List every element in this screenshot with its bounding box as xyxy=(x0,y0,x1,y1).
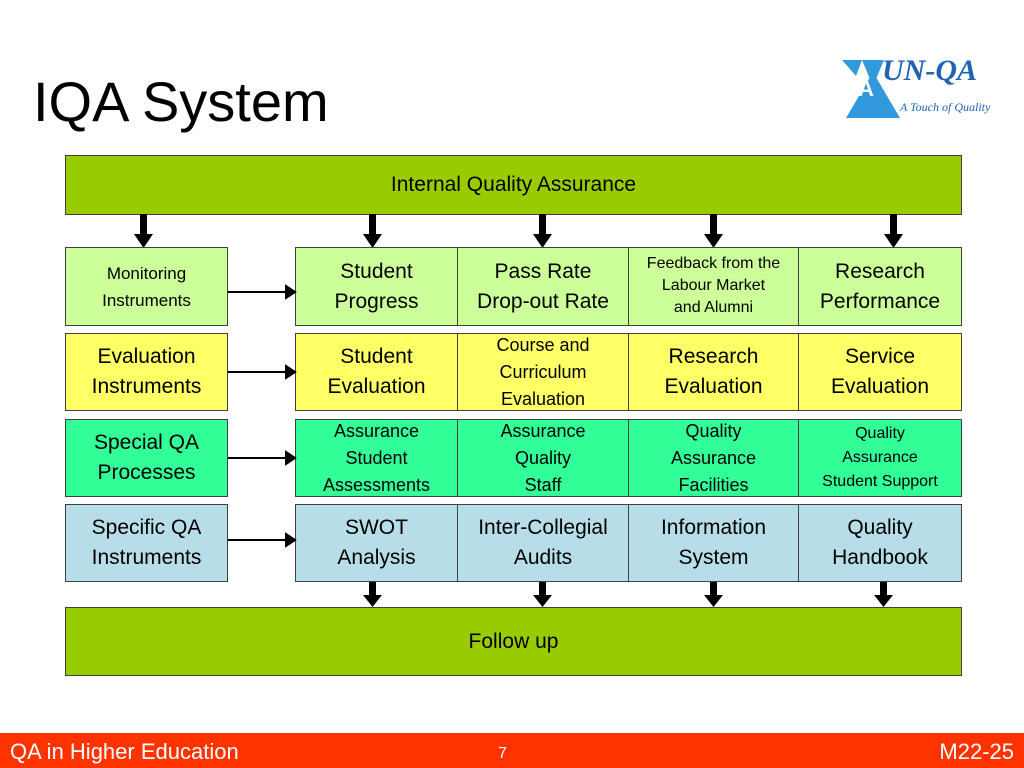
logo-letter-a: A xyxy=(858,76,874,101)
down-arrow-icon xyxy=(704,595,723,607)
footer-bar: QA in Higher Education 7 M22-25 xyxy=(0,733,1024,768)
row-arrows xyxy=(228,284,297,548)
service-evaluation-box: Service Evaluation xyxy=(798,333,962,411)
right-arrow-icon xyxy=(285,284,297,300)
footer-right-text: M22-25 xyxy=(939,739,1014,764)
down-arrow-icon xyxy=(884,234,903,248)
down-arrow-icon xyxy=(874,595,893,607)
down-arrow-icon xyxy=(539,582,546,595)
right-arrow-icon xyxy=(285,364,297,380)
follow-up-bar: Follow up xyxy=(65,607,962,676)
bottom-arrows xyxy=(363,582,893,607)
logo-triangle-icon xyxy=(842,60,900,118)
information-system-box: Information System xyxy=(628,504,799,582)
right-arrow-icon xyxy=(285,532,297,548)
down-arrow-icon xyxy=(710,582,717,595)
down-arrow-icon xyxy=(363,234,382,248)
swot-analysis-box: SWOT Analysis xyxy=(295,504,458,582)
quality-handbook-box: Quality Handbook xyxy=(798,504,962,582)
aun-qa-logo: A UN-QA A Touch of Quality xyxy=(842,54,992,120)
feedback-labour-market-box: Feedback from the Labour Market and Alum… xyxy=(628,247,799,326)
footer-left-text: QA in Higher Education xyxy=(10,739,239,764)
down-arrow-icon xyxy=(880,582,887,595)
down-arrow-icon xyxy=(140,214,147,234)
specific-qa-instruments-box: Specific QA Instruments xyxy=(65,504,228,582)
slide-title: IQA System xyxy=(33,70,329,133)
down-arrow-icon xyxy=(369,582,376,595)
down-arrow-icon xyxy=(369,214,376,234)
monitoring-instruments-box: Monitoring Instruments xyxy=(65,247,228,326)
inter-collegial-audits-box: Inter-Collegial Audits xyxy=(457,504,629,582)
course-curriculum-evaluation-box: Course and Curriculum Evaluation xyxy=(457,333,629,411)
quality-assurance-student-support-box: Quality Assurance Student Support xyxy=(798,419,962,497)
down-arrow-icon xyxy=(539,214,546,234)
down-arrow-icon xyxy=(710,214,717,234)
down-arrow-icon xyxy=(134,234,153,248)
right-arrow-icon xyxy=(285,450,297,466)
down-arrow-icon xyxy=(533,234,552,248)
research-evaluation-box: Research Evaluation xyxy=(628,333,799,411)
special-qa-processes-box: Special QA Processes xyxy=(65,419,228,497)
page-number: 7 xyxy=(498,745,507,762)
assurance-quality-staff-box: Assurance Quality Staff xyxy=(457,419,629,497)
down-arrow-icon xyxy=(704,234,723,248)
down-arrow-icon xyxy=(533,595,552,607)
quality-assurance-facilities-box: Quality Assurance Facilities xyxy=(628,419,799,497)
internal-quality-assurance-bar: Internal Quality Assurance xyxy=(65,155,962,215)
assurance-student-assessments-box: Assurance Student Assessments xyxy=(295,419,458,497)
student-progress-box: Student Progress xyxy=(295,247,458,326)
logo-tagline: A Touch of Quality xyxy=(900,100,991,114)
student-evaluation-box: Student Evaluation xyxy=(295,333,458,411)
down-arrow-icon xyxy=(890,214,897,234)
evaluation-instruments-box: Evaluation Instruments xyxy=(65,333,228,411)
down-arrow-icon xyxy=(363,595,382,607)
research-performance-box: Research Performance xyxy=(798,247,962,326)
logo-text: UN-QA xyxy=(882,54,977,87)
pass-rate-box: Pass Rate Drop-out Rate xyxy=(457,247,629,326)
top-arrows xyxy=(134,214,903,248)
